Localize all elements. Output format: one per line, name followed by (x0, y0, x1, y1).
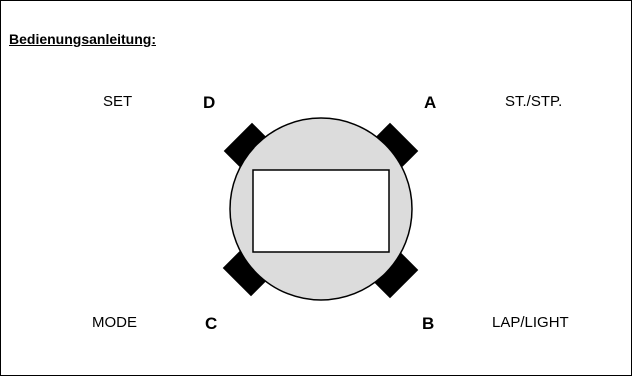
watch-display (252, 169, 390, 253)
mode-function-label: MODE (92, 314, 137, 331)
button-a-letter: A (424, 93, 437, 112)
instructions-heading: Bedienungsanleitung: (9, 31, 156, 47)
button-c-letter: C (205, 314, 218, 333)
lap-light-function-label: LAP/LIGHT (492, 314, 569, 331)
set-function-label: SET (103, 93, 133, 110)
start-stop-function-label: ST./STP. (505, 93, 563, 110)
button-b-letter: B (422, 314, 435, 333)
diagram-frame (0, 0, 632, 376)
button-d-letter: D (203, 93, 216, 112)
